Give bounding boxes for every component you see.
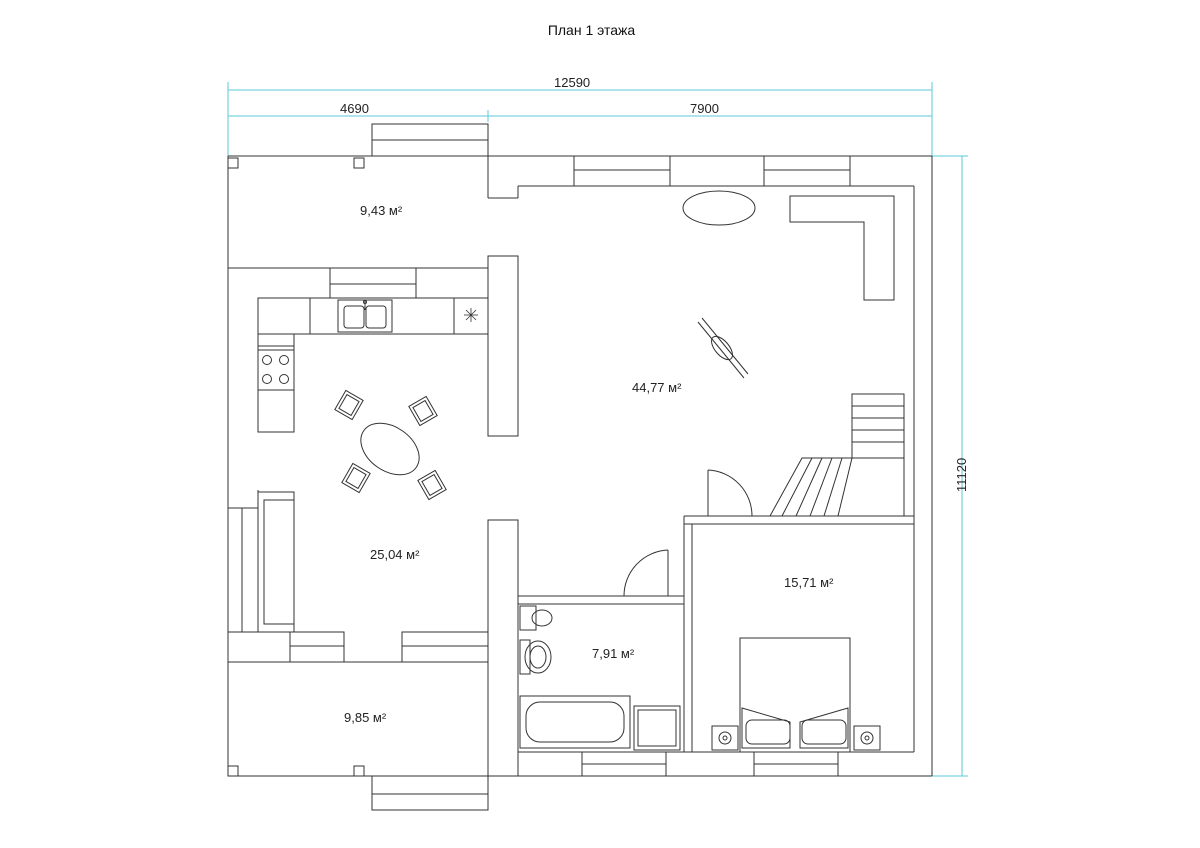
star-light-icon bbox=[464, 308, 478, 322]
dimension-left-width: 4690 bbox=[340, 101, 369, 116]
nightstand-left bbox=[711, 725, 739, 751]
corner-sofa bbox=[789, 195, 895, 301]
bottom-window-left bbox=[371, 775, 489, 811]
kitchen-walls bbox=[227, 267, 489, 663]
dimension-right-width: 7900 bbox=[690, 101, 719, 116]
bathtub-icon bbox=[519, 695, 631, 749]
room-area-living: 44,77 м² bbox=[632, 380, 682, 395]
kitchen-counter bbox=[257, 297, 489, 433]
coffee-table bbox=[682, 190, 756, 226]
top-window-left bbox=[371, 123, 489, 157]
sofa-left bbox=[257, 491, 295, 633]
room-area-top-left: 9,43 м² bbox=[360, 203, 403, 218]
staircase bbox=[769, 393, 905, 517]
kitchen-sink-icon bbox=[337, 299, 393, 333]
door-bathroom bbox=[623, 549, 669, 597]
dining-chair bbox=[417, 469, 447, 501]
plan-title: План 1 этажа bbox=[547, 22, 636, 38]
shower-icon bbox=[633, 705, 681, 751]
washbasin-icon bbox=[519, 639, 552, 675]
dimension-overall-height: 11120 bbox=[954, 457, 969, 492]
top-windows-right bbox=[573, 155, 851, 187]
dimension-lines bbox=[227, 82, 968, 777]
dining-chair bbox=[408, 395, 438, 427]
stove-icon bbox=[257, 349, 295, 391]
room-area-bottom-left: 9,85 м² bbox=[344, 710, 387, 725]
ceiling-lamp-icon bbox=[697, 317, 749, 379]
interior-walls bbox=[518, 515, 914, 752]
room-area-bathroom: 7,91 м² bbox=[592, 646, 635, 661]
partition-walls bbox=[487, 255, 519, 777]
nightstand-right bbox=[853, 725, 881, 751]
bed bbox=[739, 637, 851, 753]
door-bedroom bbox=[707, 469, 753, 517]
bottom-windows-right bbox=[581, 751, 839, 777]
room-area-kitchen-dining: 25,04 м² bbox=[370, 547, 420, 562]
outer-walls bbox=[227, 155, 933, 777]
toilet-icon bbox=[519, 605, 553, 631]
dining-chair bbox=[334, 389, 364, 421]
dimension-overall-width: 12590 bbox=[554, 75, 591, 90]
dining-chair bbox=[341, 462, 371, 494]
dining-table bbox=[360, 422, 420, 476]
room-area-bedroom: 15,71 м² bbox=[784, 575, 834, 590]
